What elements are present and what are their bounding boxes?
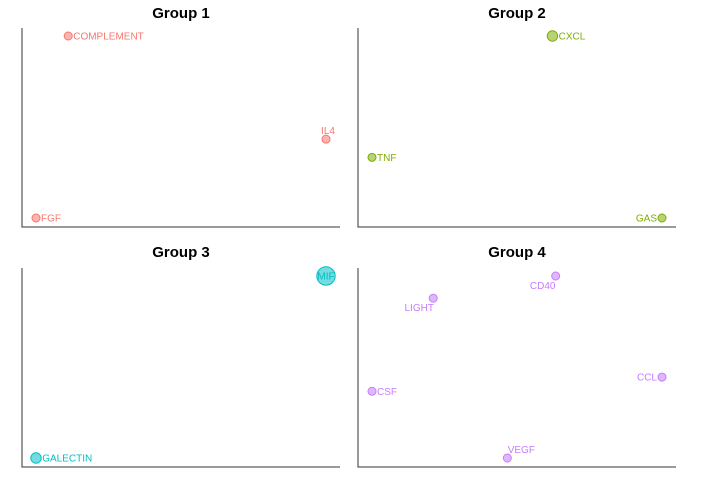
axis-lines — [357, 268, 676, 468]
point-label: MIF — [317, 272, 334, 283]
point-label: VEGF — [508, 445, 535, 456]
data-point — [657, 213, 667, 223]
data-point — [428, 293, 438, 303]
point-label: IL4 — [321, 126, 335, 137]
axis-lines — [21, 28, 340, 228]
point-label: TNF — [377, 153, 396, 164]
axis-lines — [357, 28, 676, 228]
data-point — [367, 386, 377, 396]
data-point — [316, 266, 336, 286]
point-label: FGF — [41, 214, 61, 225]
data-point — [502, 453, 512, 463]
panel-group-2: Group 2 CXCL TNF GAS — [357, 5, 676, 228]
panel-title: Group 3 — [152, 244, 210, 261]
data-point — [551, 271, 561, 281]
panel-group-3: Group 3 MIF GALECTIN — [21, 244, 340, 468]
point-label: CCL — [637, 373, 657, 384]
data-point — [657, 372, 667, 382]
data-point — [321, 134, 331, 144]
panel-title: Group 1 — [152, 5, 210, 22]
panel-title: Group 2 — [488, 5, 546, 22]
data-point — [31, 213, 41, 223]
axis-lines — [21, 268, 340, 468]
point-label: GALECTIN — [42, 454, 92, 465]
point-label: LIGHT — [404, 303, 433, 314]
data-point — [63, 31, 73, 41]
point-label: GAS — [636, 214, 657, 225]
panel-title: Group 4 — [488, 244, 546, 261]
point-label: CD40 — [530, 281, 556, 292]
point-label: CSF — [377, 387, 397, 398]
data-point — [367, 152, 377, 162]
point-label: COMPLEMENT — [73, 32, 144, 43]
data-point — [30, 452, 42, 464]
data-point — [546, 30, 559, 42]
point-label: CXCL — [559, 32, 586, 43]
